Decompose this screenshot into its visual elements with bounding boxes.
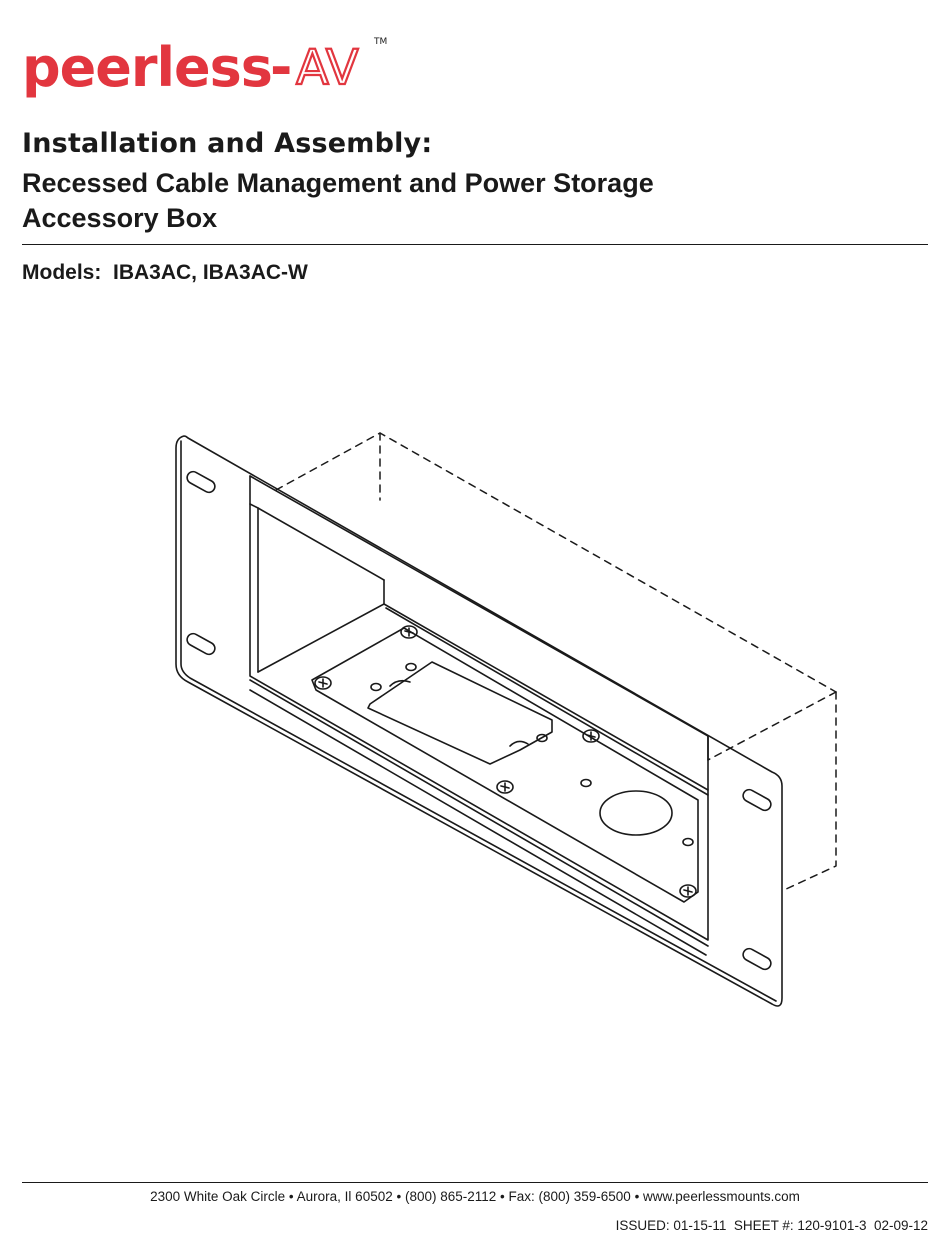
page-title: Installation and Assembly: [22, 128, 433, 159]
footer-address: 2300 White Oak Circle • Aurora, Il 60502… [150, 1189, 800, 1204]
inner-opening [249, 475, 709, 956]
subtitle-line-2: Accessory Box [22, 203, 218, 233]
footer-issued-sheet: ISSUED: 01-15-11 SHEET #: 120-9101-3 02-… [615, 1218, 928, 1233]
logo-dash: - [270, 36, 291, 99]
power-plate [311, 627, 699, 903]
mounting-slots [186, 470, 772, 971]
subtitle-line-1: Recessed Cable Management and Power Stor… [22, 168, 654, 198]
hidden-box-outline [275, 432, 837, 891]
logo-av-text: AV [296, 40, 359, 96]
footer-divider [22, 1182, 928, 1183]
recessed-box-illustration-icon [175, 432, 837, 1007]
peerless-av-logo: peerless - AV TM [22, 36, 387, 99]
front-flange-plate [175, 435, 783, 1007]
logo-brand-text: peerless [22, 36, 272, 99]
models-line: Models: IBA3AC, IBA3AC-W [22, 261, 308, 284]
header-divider [22, 244, 928, 245]
screws [314, 625, 697, 898]
logo-trademark: TM [373, 37, 387, 47]
page-subtitle: Recessed Cable Management and Power Stor… [22, 166, 842, 236]
